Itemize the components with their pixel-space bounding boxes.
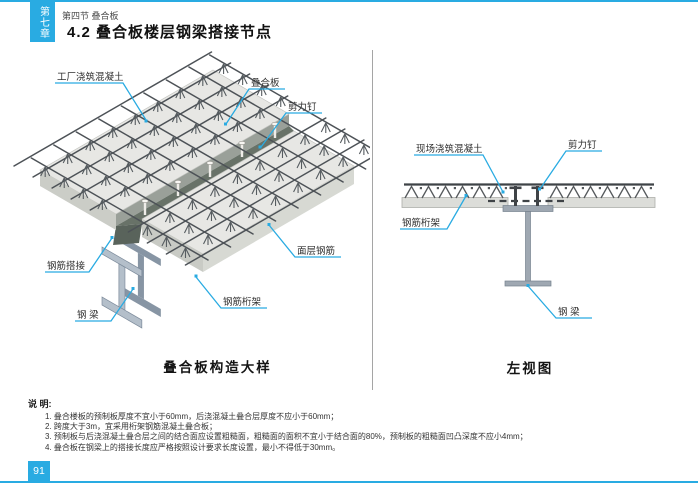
leader-line: [414, 154, 504, 193]
notes-heading: 说 明:: [28, 399, 52, 409]
leader-dot: [131, 287, 135, 290]
leader-dot: [526, 284, 530, 287]
side-view-diagram: 现场浇筑混凝土 剪力钉 钢筋桁架 钢 梁: [400, 139, 656, 319]
leader-line: [268, 224, 341, 258]
leader-dot: [194, 274, 198, 278]
iso-diagram: 工厂浇筑混凝土 叠合板 剪力钉 钢筋搭接 钢 梁 钢筋桁架 面层钢筋: [13, 51, 370, 329]
leader-line: [195, 276, 267, 309]
leader-line: [45, 237, 113, 273]
leader-dot: [224, 122, 227, 126]
page-number-badge: 91: [28, 461, 50, 481]
label-rebar-truss: 钢筋桁架: [223, 296, 262, 308]
leader-line: [225, 88, 285, 125]
far-slab-top: [39, 69, 290, 215]
label-rebar-truss-right: 钢筋桁架: [402, 217, 441, 229]
chapter-tab: 第七章: [30, 2, 55, 42]
cast-strip: [116, 126, 294, 226]
leader-dot: [110, 236, 114, 239]
cast-strip-end: [113, 224, 142, 245]
leader-dot: [501, 190, 505, 194]
leader-dot: [267, 223, 271, 226]
left-figure-caption: 叠合板构造大样: [163, 360, 272, 375]
label-site-concrete: 现场浇筑混凝土: [416, 143, 483, 155]
leader-line: [527, 285, 592, 319]
label-composite-slab: 叠合板: [251, 77, 280, 89]
near-slab-side-left: [142, 219, 203, 272]
note-item: 1. 叠合楼板的预制板厚度不宜小于60mm，后浇混凝土叠合层厚度不应小于60mm…: [45, 412, 339, 421]
leader-dot: [464, 194, 468, 197]
label-factory-concrete: 工厂浇筑混凝土: [57, 71, 124, 83]
right-figure-caption: 左视图: [506, 361, 554, 376]
iso-callouts: 工厂浇筑混凝土 叠合板 剪力钉 钢筋搭接 钢 梁 钢筋桁架 面层钢筋: [45, 71, 341, 322]
notes-section: 说 明: 1. 叠合楼板的预制板厚度不宜小于60mm，后浇混凝土叠合层厚度不应小…: [28, 397, 683, 453]
steel-beam-3d: [101, 236, 161, 329]
note-item: 2. 跨度大于3m，宜采用桁架钢筋混凝土叠合板；: [45, 422, 218, 432]
strip-far-wall: [116, 114, 289, 226]
rebar-mesh: [13, 51, 370, 266]
leader-line: [55, 82, 147, 121]
leader-line: [539, 150, 602, 190]
leader-dot: [258, 145, 262, 149]
truss-marks: [40, 63, 369, 258]
top-border-line: [0, 0, 698, 2]
leader-line: [75, 288, 134, 322]
label-steel-beam-right: 钢 梁: [558, 306, 580, 318]
steel-beam-section: [502, 205, 554, 287]
label-surface-rebar: 面层钢筋: [297, 245, 335, 257]
side-callouts: 现场浇筑混凝土 剪力钉 钢筋桁架 钢 梁: [400, 139, 602, 319]
shear-studs-section: [509, 186, 544, 206]
label-shear-stud: 剪力钉: [288, 101, 317, 113]
figure-divider: [372, 50, 373, 390]
label-rebar-lap: 钢筋搭接: [47, 260, 86, 272]
note-item: 4. 叠合板在钢梁上的搭接长度应严格按照设计要求长度设置，最小不得低于30mm。: [45, 442, 341, 452]
leader-dot: [144, 119, 148, 123]
leader-dot: [538, 187, 541, 191]
far-slab-side: [40, 170, 116, 230]
section-header: 第四节 叠合板: [62, 11, 119, 21]
truss-zigzag: [404, 185, 652, 199]
bottom-border-line: [0, 481, 698, 483]
label-steel-beam: 钢 梁: [77, 309, 99, 321]
note-item: 3. 预制板与后浇混凝土叠合层之间的结合面应设置粗糙面，粗糙面的面积不宜小于结合…: [45, 432, 528, 442]
concrete-band-right: [547, 197, 656, 208]
leader-line: [400, 195, 467, 230]
page-title: 4.2 叠合板楼层钢梁搭接节点: [67, 24, 273, 41]
concrete-band-left: [401, 197, 509, 208]
leader-line: [260, 112, 322, 148]
label-shear-stud-right: 剪力钉: [568, 139, 597, 151]
chapter-tab-label: 第七章: [37, 5, 49, 39]
